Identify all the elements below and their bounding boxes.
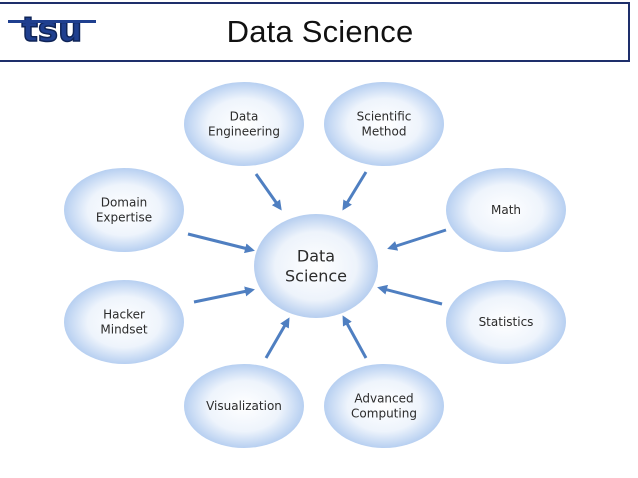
node-hacker-mindset-label-line-1: Hacker — [103, 308, 145, 322]
node-domain-expertise-label-line-1: Domain — [101, 196, 148, 210]
node-math: Math — [446, 168, 566, 252]
logo-text: tsu — [22, 10, 83, 50]
node-advanced-computing-label-line-2: Computing — [351, 407, 417, 421]
node-visualization: Visualization — [184, 364, 304, 448]
bubble-hacker-mindset — [64, 280, 184, 364]
arrow-hacker-mindset — [193, 286, 255, 304]
arrows-layer — [187, 171, 447, 359]
arrow-statistics — [377, 284, 443, 306]
header-frame — [0, 2, 630, 62]
node-data-engineering-label-line-1: Data — [230, 110, 259, 124]
node-advanced-computing-label-line-1: Advanced — [354, 392, 413, 406]
center-label-line-2: Science — [285, 267, 347, 286]
bubble-math — [446, 168, 566, 252]
bubble-data-engineering — [184, 82, 304, 166]
bubbles-layer: DataEngineeringScientificMethodMathStati… — [64, 82, 566, 448]
bubble-statistics — [446, 280, 566, 364]
arrow-scientific-method — [342, 171, 368, 211]
arrow-visualization — [264, 317, 290, 359]
node-visualization-label-line-1: Visualization — [206, 399, 282, 413]
bubble-scientific-method — [324, 82, 444, 166]
node-hacker-mindset-label-line-2: Mindset — [100, 323, 148, 337]
slide-header: tsu Data Science — [0, 0, 638, 66]
node-data-engineering-label-line-2: Engineering — [208, 125, 280, 139]
arrow-advanced-computing — [342, 315, 368, 359]
tsu-logo: tsu — [8, 9, 96, 51]
node-statistics-label-line-1: Statistics — [479, 315, 534, 329]
arrow-data-engineering — [254, 173, 282, 211]
node-math-label-line-1: Math — [491, 203, 521, 217]
arrow-math — [387, 228, 447, 251]
bubble-data-science — [254, 214, 378, 318]
node-statistics: Statistics — [446, 280, 566, 364]
bubble-domain-expertise — [64, 168, 184, 252]
node-domain-expertise-label-line-2: Expertise — [96, 211, 152, 225]
node-scientific-method-label-line-1: Scientific — [357, 110, 412, 124]
bubble-advanced-computing — [324, 364, 444, 448]
bubble-visualization — [184, 364, 304, 448]
node-scientific-method-label-line-2: Method — [361, 125, 406, 139]
slide-title: Data Science — [226, 14, 414, 49]
center-label-line-1: Data — [297, 247, 335, 266]
arrow-domain-expertise — [187, 232, 255, 254]
